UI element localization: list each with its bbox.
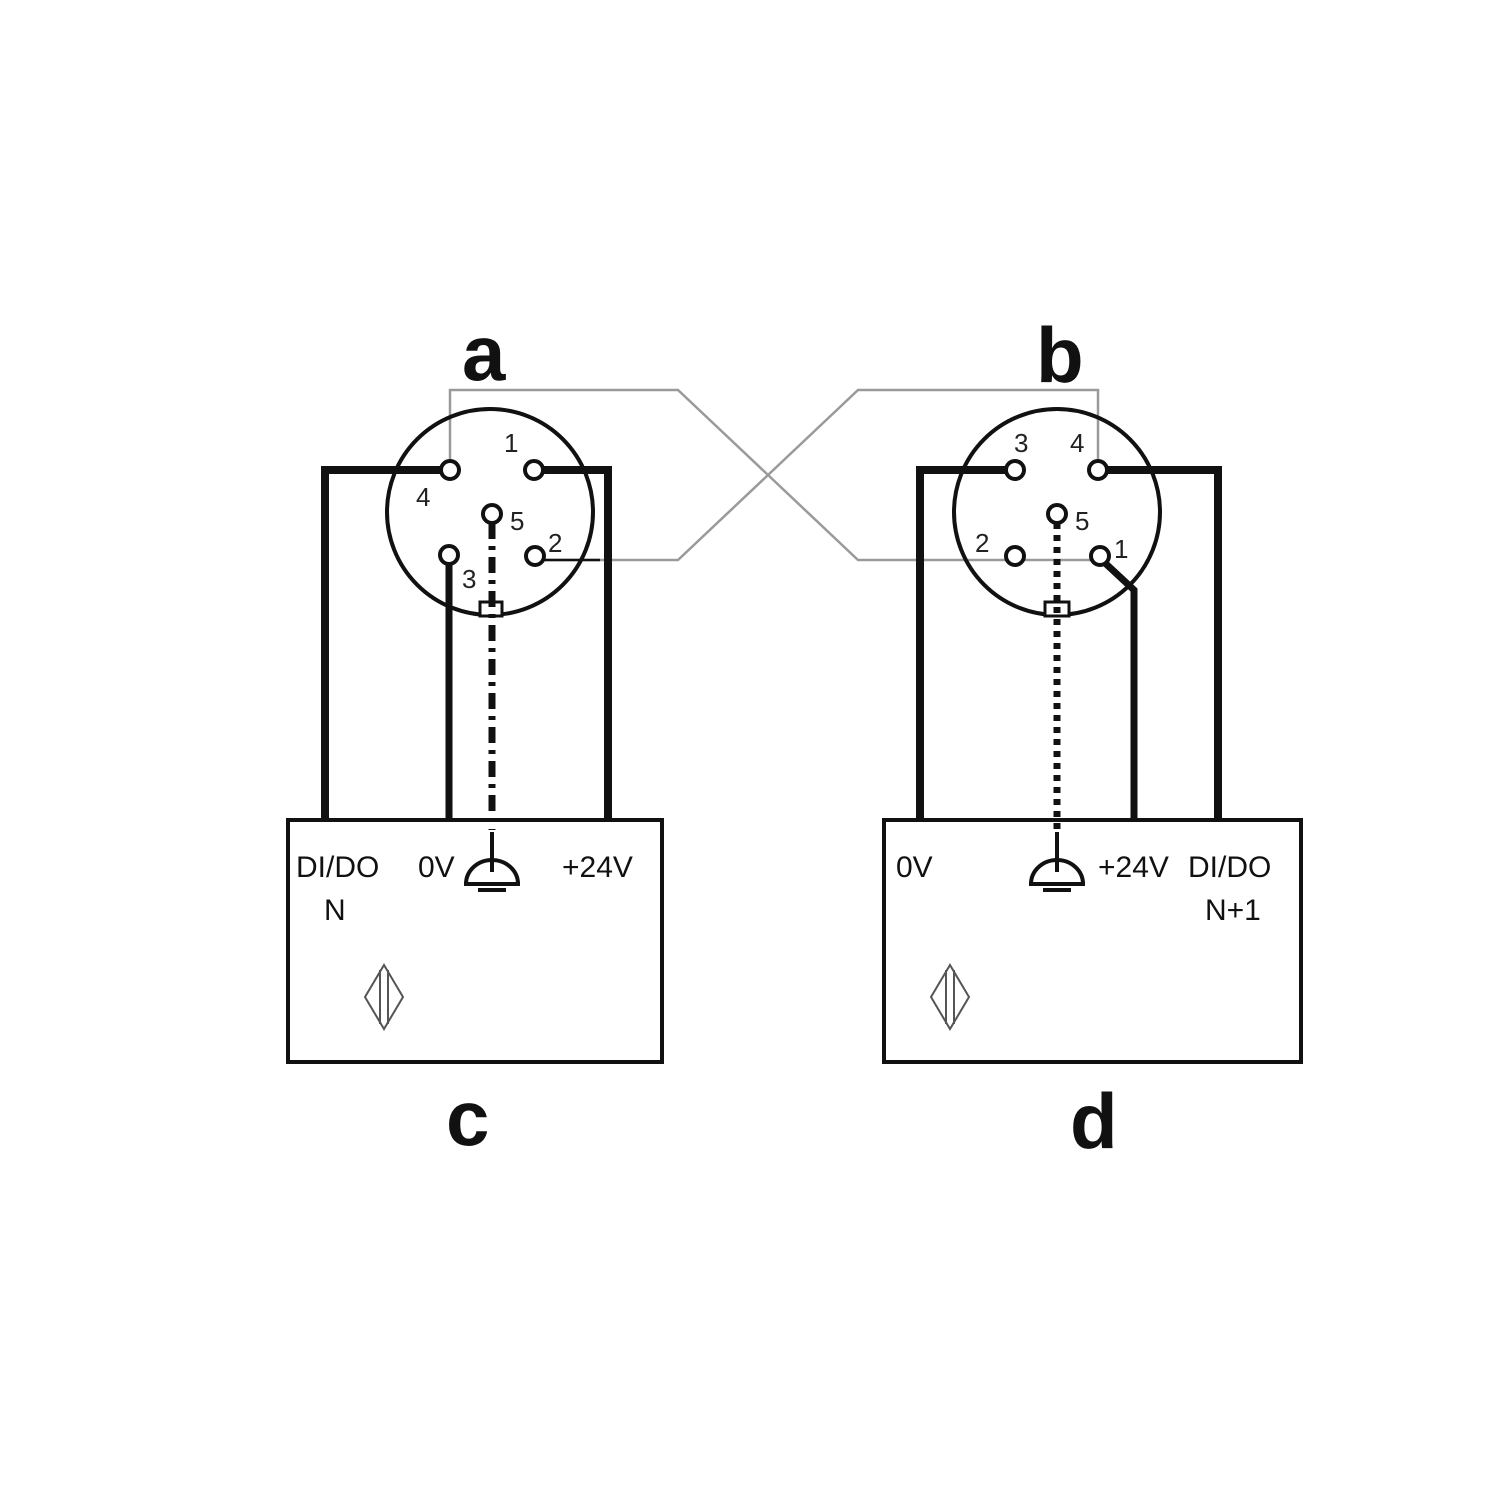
wires-left: [321, 466, 612, 820]
connector-a-pin2-label: 2: [548, 528, 562, 558]
device-c-label: c: [446, 1074, 489, 1162]
connector-b-pin5: [1046, 503, 1068, 525]
device-d-label: d: [1070, 1077, 1118, 1165]
earth-ground-icon: [1029, 832, 1085, 892]
wire-b-pin1-to-24v: [1102, 560, 1138, 820]
wire-b-pin3-to-0v: [916, 466, 1007, 820]
device-d-dido-index-label: N+1: [1205, 894, 1261, 927]
connector-b-pin3: [1004, 459, 1026, 481]
inductive-sensor-icon: [363, 963, 405, 1031]
connector-a-label: a: [462, 309, 506, 397]
connector-b-label: b: [1036, 311, 1084, 399]
connector-a-pin4-label: 4: [416, 482, 430, 512]
connector-a: 1 4 5 2 3: [385, 407, 595, 618]
device-c-box: [286, 818, 664, 1064]
connector-b-pin2-label: 2: [975, 528, 989, 558]
connector-a-pin3-label: 3: [462, 564, 476, 594]
wire-a-pin1-to-24v: [542, 466, 612, 820]
device-d-box: [882, 818, 1303, 1064]
device-c-dido-label: DI/DO: [296, 851, 379, 884]
wire-a-pin4-to-dido: [321, 466, 442, 820]
connector-a-pin1-label: 1: [504, 428, 518, 458]
connector-b-pin3-label: 3: [1014, 428, 1028, 458]
device-c-24v-label: +24V: [562, 851, 633, 884]
device-d-0v-label: 0V: [896, 851, 933, 884]
connector-a-pin5: [481, 503, 503, 525]
connector-a-pin4: [439, 459, 461, 481]
connector-b-pin5-label: 5: [1075, 506, 1089, 536]
device-d-24v-label: +24V: [1098, 851, 1169, 884]
device-c-0v-label: 0V: [418, 851, 455, 884]
connector-b-pin4: [1087, 459, 1109, 481]
wire-b-pin4-to-dido: [1106, 466, 1222, 820]
device-c-dido-index-label: N: [324, 894, 346, 927]
connector-b-pin4-label: 4: [1070, 428, 1084, 458]
inductive-sensor-icon: [929, 963, 971, 1031]
connector-a-pin2: [524, 545, 546, 567]
connector-a-pin5-label: 5: [510, 506, 524, 536]
connector-a-pin3: [438, 544, 460, 566]
connector-a-pin1: [523, 459, 545, 481]
earth-ground-icon: [464, 832, 520, 892]
connector-b-pin1: [1089, 545, 1111, 567]
wires-right: [916, 466, 1222, 820]
connector-b-pin2: [1004, 545, 1026, 567]
connector-b-pin1-label: 1: [1114, 534, 1128, 564]
device-d-dido-label: DI/DO: [1188, 851, 1271, 884]
